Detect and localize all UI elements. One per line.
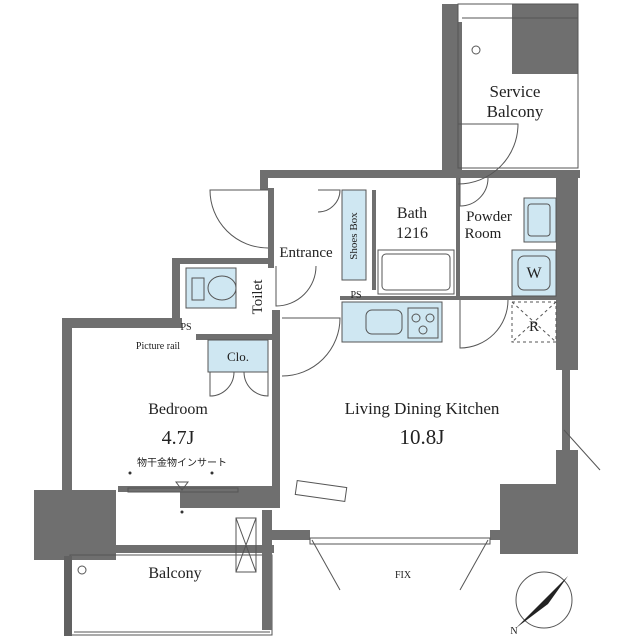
walls: [34, 3, 580, 636]
compass-icon: N: [510, 571, 573, 637]
washer-label: W: [526, 265, 542, 282]
compass-north-label: N: [510, 626, 517, 637]
balcony-label: Balcony: [148, 565, 201, 582]
ps-left-label: PS: [180, 322, 191, 333]
service-balcony-label-2: Balcony: [487, 102, 544, 121]
bath-label: Bath: [397, 205, 427, 222]
bath-size-label: 1216: [396, 225, 428, 242]
toilet-label: Toilet: [250, 279, 266, 315]
ldk-label: Living Dining Kitchen: [345, 399, 500, 418]
fixtures: [127, 189, 557, 573]
drain-icon: [77, 565, 87, 575]
room-labels: Service Balcony Bath 1216 Powder Room En…: [136, 82, 544, 582]
drain-icon: [471, 45, 481, 55]
powder-room-label-1: Powder: [466, 209, 512, 225]
ps-top-label: PS: [350, 290, 361, 301]
closet-label: Clo.: [227, 349, 249, 364]
bedroom-label: Bedroom: [148, 401, 208, 418]
fix-label: FIX: [395, 570, 412, 581]
shoes-box-label: Shoes Box: [348, 212, 360, 260]
markers: [77, 45, 481, 575]
laundry-insert-label: 物干金物インサート: [137, 456, 227, 469]
doors: [209, 123, 601, 591]
service-balcony-label-1: Service: [490, 82, 541, 101]
entrance-label: Entrance: [279, 245, 333, 261]
ldk-size-label: 10.8J: [400, 425, 445, 449]
picture-rail-label: Picture rail: [136, 341, 180, 352]
triangle-marker-icon: [175, 481, 189, 491]
fridge-label: R: [529, 319, 539, 335]
powder-room-label-2: Room: [465, 226, 502, 242]
bedroom-size-label: 4.7J: [162, 427, 195, 449]
